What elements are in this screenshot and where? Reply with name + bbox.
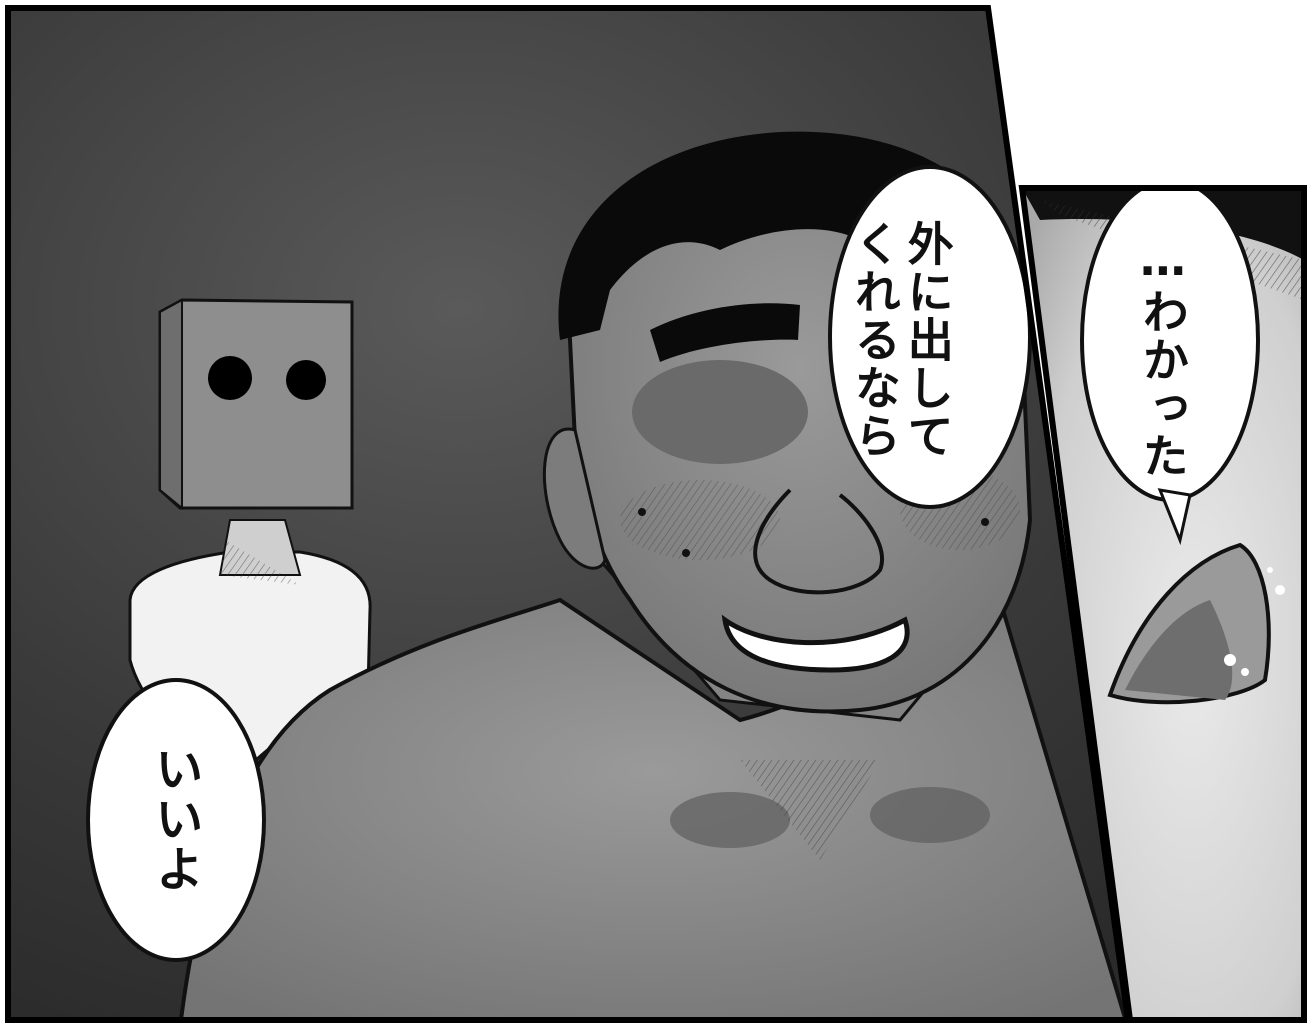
paper-bag-head [158, 298, 354, 510]
ear [542, 427, 607, 570]
bubble-line: …わかった [1135, 232, 1190, 480]
right-panel-border [1018, 185, 1307, 1023]
bag-eye-right [286, 360, 326, 400]
open-mouth [721, 614, 910, 673]
eyebrow [650, 303, 800, 362]
bubble-line: いいよ [146, 744, 203, 894]
bag-eye-left [208, 356, 252, 400]
chest-shadow-right [870, 787, 990, 843]
bubble-text-outside: 外に出して くれるなら [847, 220, 955, 520]
speech-bubble-outside [828, 165, 1032, 509]
eye-shadow [632, 360, 808, 464]
blush-left [620, 480, 780, 560]
bubble-line: くれるなら [847, 220, 902, 460]
bubble-tail [1157, 488, 1192, 546]
hair-strands [1022, 188, 1304, 260]
speech-bubble-okay [86, 678, 266, 962]
bubble-text-understood: …わかった [1135, 232, 1190, 492]
chest-shadow-left [670, 792, 790, 848]
nose [753, 488, 884, 595]
bubble-line: 外に出して [900, 220, 955, 460]
bubble-text-okay: いいよ [146, 744, 203, 894]
